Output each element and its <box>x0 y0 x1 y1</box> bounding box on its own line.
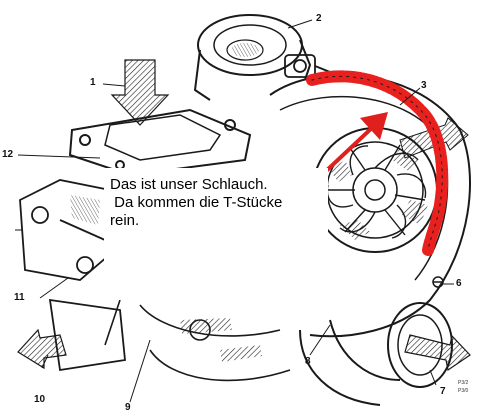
figure-code-line2: P3/0 <box>458 388 469 394</box>
callout-1: 1 <box>90 77 96 88</box>
lower-hatching <box>180 318 262 362</box>
callout-7: 7 <box>440 386 446 397</box>
highlighted-hose <box>306 70 449 256</box>
annotation-box: Das ist unser Schlauch. Da kommen die T-… <box>104 168 328 300</box>
inlet-arrow <box>110 59 170 126</box>
leader-lines <box>15 19 454 403</box>
blade-hatching <box>330 148 428 240</box>
annotation-line-2: Da kommen die T-Stücke <box>110 194 283 211</box>
callout-11: 11 <box>14 292 25 303</box>
intake-flange <box>68 108 252 177</box>
compressor-hatching <box>231 43 259 57</box>
turbine-outlet <box>299 302 453 406</box>
compressor-housing <box>193 14 312 101</box>
screw-6 <box>432 276 444 288</box>
lower-mechanism <box>104 299 291 382</box>
callout-8: 8 <box>305 356 311 367</box>
callout-3: 3 <box>421 80 427 91</box>
annotation-line-1: Das ist unser Schlauch. <box>110 176 268 193</box>
callout-6: 6 <box>456 278 462 289</box>
figure-code-line1: P3/2 <box>458 380 469 386</box>
callout-10: 10 <box>34 394 46 405</box>
callout-9: 9 <box>125 402 131 413</box>
wastegate-actuator <box>284 54 331 78</box>
turbine-blades <box>325 144 427 239</box>
left-bracket-hatching <box>70 195 100 225</box>
exhaust-arrow-right <box>404 334 471 372</box>
callout-2: 2 <box>316 13 322 24</box>
callout-12: 12 <box>2 149 14 160</box>
annotation-line-3: rein. <box>110 212 140 229</box>
exhaust-arrow-left <box>17 328 67 370</box>
